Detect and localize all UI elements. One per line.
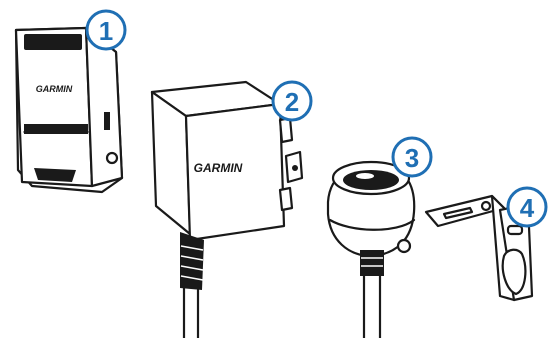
brand-label-adapter: GARMIN [194, 161, 243, 175]
camera [328, 162, 414, 338]
callout-number-3: 3 [405, 143, 419, 173]
callout-3: 3 [393, 138, 431, 176]
callout-number-1: 1 [99, 16, 113, 46]
callout-2: 2 [273, 82, 311, 120]
power-adapter: GARMIN [152, 82, 302, 338]
callout-4: 4 [508, 188, 546, 226]
callout-number-2: 2 [285, 87, 299, 117]
device-mount: GARMIN [16, 28, 122, 192]
contact-strip [24, 124, 88, 134]
callout-number-4: 4 [520, 193, 535, 223]
brand-label: GARMIN [36, 84, 73, 94]
callout-1: 1 [87, 11, 125, 49]
